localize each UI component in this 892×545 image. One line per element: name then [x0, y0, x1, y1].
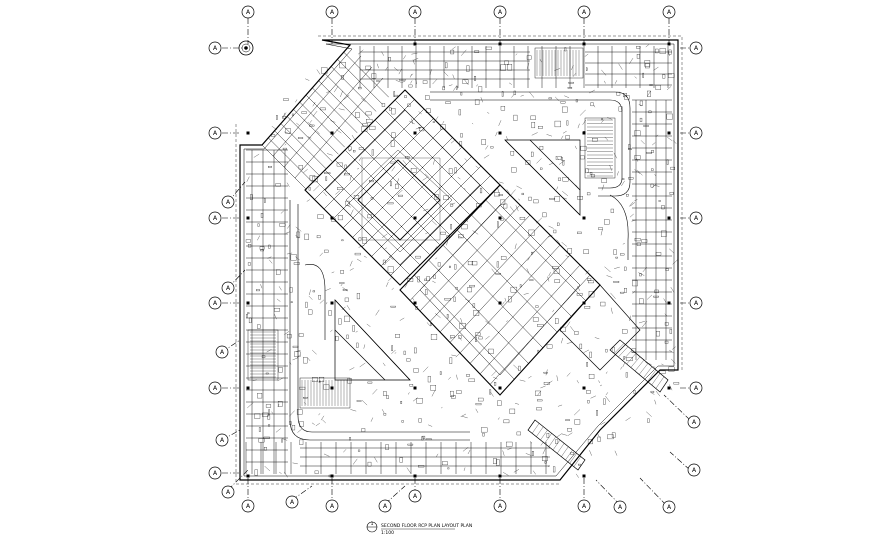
grid-bubble-label: A: [246, 9, 251, 16]
grid-bubble-icon: A: [208, 211, 222, 225]
grid-bubble-label: A: [220, 349, 225, 356]
structural-columns: [246, 42, 671, 478]
atrium-voids: [334, 139, 581, 381]
grid-bubble-label: A: [330, 503, 335, 510]
grid-bubble-icon: A: [221, 485, 235, 499]
grid-bubble-label: A: [246, 503, 251, 510]
grid-bubble-icon: A: [378, 499, 392, 513]
grid-bubble-label: A: [692, 419, 697, 426]
grid-bubble-label: A: [226, 285, 231, 292]
grid-bubble-icon: A: [687, 415, 701, 429]
grid-bubbles: A A A A A A A A A A A A A A A A A A A A A A A A A A A A A A A A A: [208, 5, 703, 514]
grid-bubble-icon: A: [208, 466, 222, 480]
grid-bubble-icon: A: [325, 499, 339, 513]
grid-bubble-icon: A: [493, 5, 507, 19]
grid-bubble-label: A: [213, 300, 218, 307]
grid-bubble-icon: A: [215, 433, 229, 447]
grid-bubble-label: A: [667, 504, 672, 511]
grid-bubble-label: A: [330, 9, 335, 16]
grid-bubble-icon: A: [285, 495, 299, 509]
drawing-scale: 1:100: [381, 530, 394, 536]
grid-bubble-label: A: [290, 499, 295, 506]
grid-bubble-label: A: [413, 9, 418, 16]
north-arrow-icon: [238, 40, 254, 56]
grid-bubble-label: A: [694, 300, 699, 307]
grid-bubble-icon: A: [325, 5, 339, 19]
grid-bubble-label: A: [694, 385, 699, 392]
corridors: [289, 91, 631, 441]
grid-bubble-icon: A: [221, 281, 235, 295]
grid-bubble-icon: A: [662, 5, 676, 19]
grid-bubble-icon: A: [689, 211, 703, 225]
grid-bubble-icon: A: [689, 126, 703, 140]
grid-bubble-icon: A: [241, 499, 255, 513]
grid-bubble-label: A: [413, 493, 418, 500]
grid-bubble-icon: A: [577, 499, 591, 513]
grid-bubble-label: A: [667, 9, 672, 16]
grid-bubble-icon: A: [493, 499, 507, 513]
grid-bubble-label: A: [213, 215, 218, 222]
stair-cores: [247, 47, 616, 409]
grid-bubble-icon: A: [208, 296, 222, 310]
grid-bubble-icon: A: [408, 489, 422, 503]
grid-bubble-label: A: [694, 130, 699, 137]
grid-bubble-icon: A: [662, 500, 676, 514]
grid-bubble-label: A: [618, 504, 623, 511]
title-mark-number: 1: [371, 521, 374, 527]
lower-diagonal-block: [399, 184, 641, 396]
grid-bubble-label: A: [213, 130, 218, 137]
grid-bubble-icon: A: [208, 381, 222, 395]
grid-bubble-label: A: [226, 199, 231, 206]
drawing-title: 1 SECOND FLOOR RCP PLAN LAYOUT PLAN 1:10…: [366, 521, 472, 536]
grid-bubble-icon: A: [689, 296, 703, 310]
entrance-ramps: [527, 339, 669, 471]
grid-bubble-icon: A: [408, 5, 422, 19]
grid-bubble-label: A: [220, 437, 225, 444]
grid-bubble-icon: A: [208, 126, 222, 140]
grid-bubble-icon: A: [689, 381, 703, 395]
grid-bubble-icon: A: [208, 41, 222, 55]
grid-bubble-label: A: [498, 503, 503, 510]
grid-bubble-icon: A: [221, 195, 235, 209]
grid-bubble-label: A: [213, 470, 218, 477]
grid-bubble-label: A: [582, 503, 587, 510]
grid-bubble-label: A: [694, 215, 699, 222]
room-partitions: [245, 44, 680, 478]
grid-bubble-icon: A: [215, 345, 229, 359]
grid-bubble-label: A: [213, 45, 218, 52]
grid-bubble-label: A: [582, 9, 587, 16]
grid-bubble-label: A: [213, 385, 218, 392]
drawing-title-text: SECOND FLOOR RCP PLAN LAYOUT PLAN: [381, 523, 472, 529]
grid-bubble-label: A: [692, 467, 697, 474]
grid-bubble-icon: A: [689, 41, 703, 55]
grid-bubble-label: A: [226, 489, 231, 496]
grid-bubble-label: A: [694, 45, 699, 52]
building-outline: [235, 35, 683, 485]
grid-bubble-label: A: [383, 503, 388, 510]
grid-bubble-icon: A: [687, 463, 701, 477]
grid-bubble-label: A: [498, 9, 503, 16]
stair-treads: [250, 50, 613, 406]
grid-bubble-icon: A: [577, 5, 591, 19]
ramp-hatch: [527, 339, 665, 467]
grid-bubble-icon: A: [241, 5, 255, 19]
grid-bubble-icon: A: [613, 500, 627, 514]
